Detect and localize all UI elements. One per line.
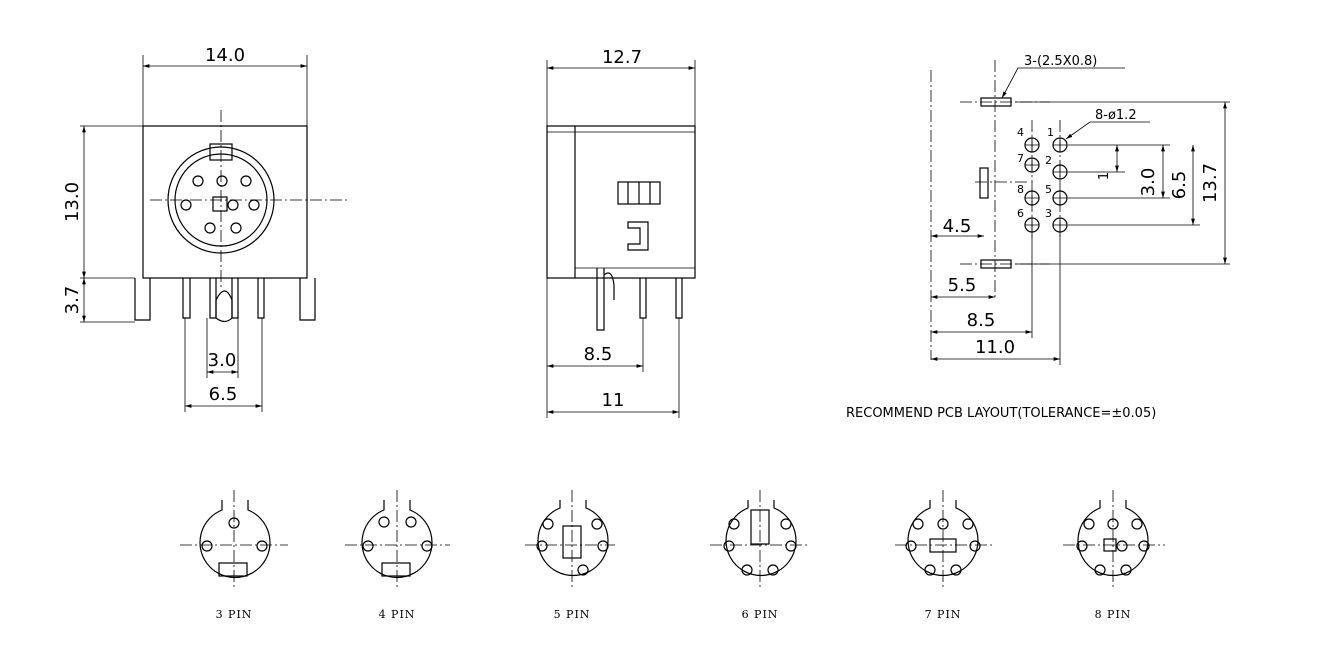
pcb-dim-3-0: 3.0 — [1138, 168, 1159, 197]
front-inner-spacing-dim: 3.0 — [208, 350, 237, 371]
pin-hole — [204, 222, 216, 234]
pin-number-8: 8 — [1017, 183, 1024, 196]
variant-7-pin: 7 PIN — [895, 490, 995, 621]
side-pins — [596, 268, 683, 331]
pcb-dim-6-5: 6.5 — [1169, 171, 1190, 200]
pin-number-6: 6 — [1017, 207, 1024, 220]
pin-number-7: 7 — [1017, 152, 1024, 165]
side-latch-clip — [627, 221, 649, 251]
front-height-dim: 13.0 — [62, 182, 83, 222]
side-width-dim: 12.7 — [602, 47, 642, 68]
pin-hole — [192, 175, 204, 187]
pin-hole — [180, 199, 192, 211]
pcb-dim-11-0: 11.0 — [975, 337, 1015, 358]
variant-label: 3 PIN — [216, 608, 253, 621]
variant-label: 4 PIN — [379, 608, 416, 621]
pcb-dim-1: 1 — [1097, 172, 1112, 180]
pin-hole — [240, 175, 252, 187]
variant-3-pin: 3 PIN — [180, 490, 288, 621]
center-slot — [212, 196, 228, 212]
side-view: 12.7 8.5 11 — [546, 47, 696, 418]
variant-4-pin: 4 PIN — [345, 490, 450, 621]
front-mount-tabs — [134, 278, 316, 321]
variant-8-pin: 8 PIN — [1063, 490, 1165, 621]
side-pin-offset-dim: 8.5 — [584, 344, 613, 365]
front-width-dim: 14.0 — [205, 45, 245, 66]
pcb-hole-callout: 8-ø1.2 — [1095, 108, 1137, 123]
front-pins — [182, 278, 265, 319]
front-outer-spacing-dim: 6.5 — [209, 384, 238, 405]
pcb-dim-5-5: 5.5 — [948, 275, 977, 296]
pcb-slot-center — [979, 167, 989, 199]
variant-6-pin: 6 PIN — [710, 490, 810, 621]
pin-number-1: 1 — [1047, 126, 1054, 139]
pin-variants: 3 PIN 4 PIN 5 PIN — [180, 490, 1165, 621]
side-depth-dim: 11 — [602, 390, 625, 411]
pin-hole — [227, 199, 239, 211]
variant-label: 6 PIN — [742, 608, 779, 621]
side-pin-curve — [603, 272, 615, 300]
pin-hole — [248, 199, 260, 211]
pin-hole — [230, 222, 242, 234]
variant-label: 7 PIN — [925, 608, 962, 621]
pcb-dim-4-5: 4.5 — [943, 216, 972, 237]
pcb-slot-top — [980, 97, 1012, 107]
pin-hole — [216, 175, 228, 187]
front-center-tab — [215, 290, 233, 323]
pcb-layout-caption: RECOMMEND PCB LAYOUT(TOLERANCE=±0.05) — [846, 406, 1156, 421]
pcb-layout: 4 1 7 2 8 5 6 3 3-(2.5X0.8) 8-ø1.2 1 3.0… — [846, 54, 1230, 421]
front-view: 14.0 13.0 3.7 3.0 6.5 — [62, 45, 350, 412]
variant-label: 5 PIN — [554, 608, 591, 621]
pin-number-3: 3 — [1045, 207, 1052, 220]
front-body-outline — [142, 125, 308, 279]
side-body-outline — [546, 125, 696, 279]
pin-number-2: 2 — [1045, 154, 1052, 167]
pin-number-4: 4 — [1017, 126, 1024, 139]
variant-5-pin: 5 PIN — [525, 490, 615, 621]
pcb-slot-callout: 3-(2.5X0.8) — [1024, 54, 1097, 69]
front-pin-dim: 3.7 — [62, 286, 83, 315]
pcb-slot-bottom — [980, 259, 1012, 269]
pin-number-5: 5 — [1045, 183, 1052, 196]
pcb-dim-8-5: 8.5 — [967, 310, 996, 331]
pcb-dim-13-7: 13.7 — [1200, 163, 1221, 203]
variant-label: 8 PIN — [1095, 608, 1132, 621]
